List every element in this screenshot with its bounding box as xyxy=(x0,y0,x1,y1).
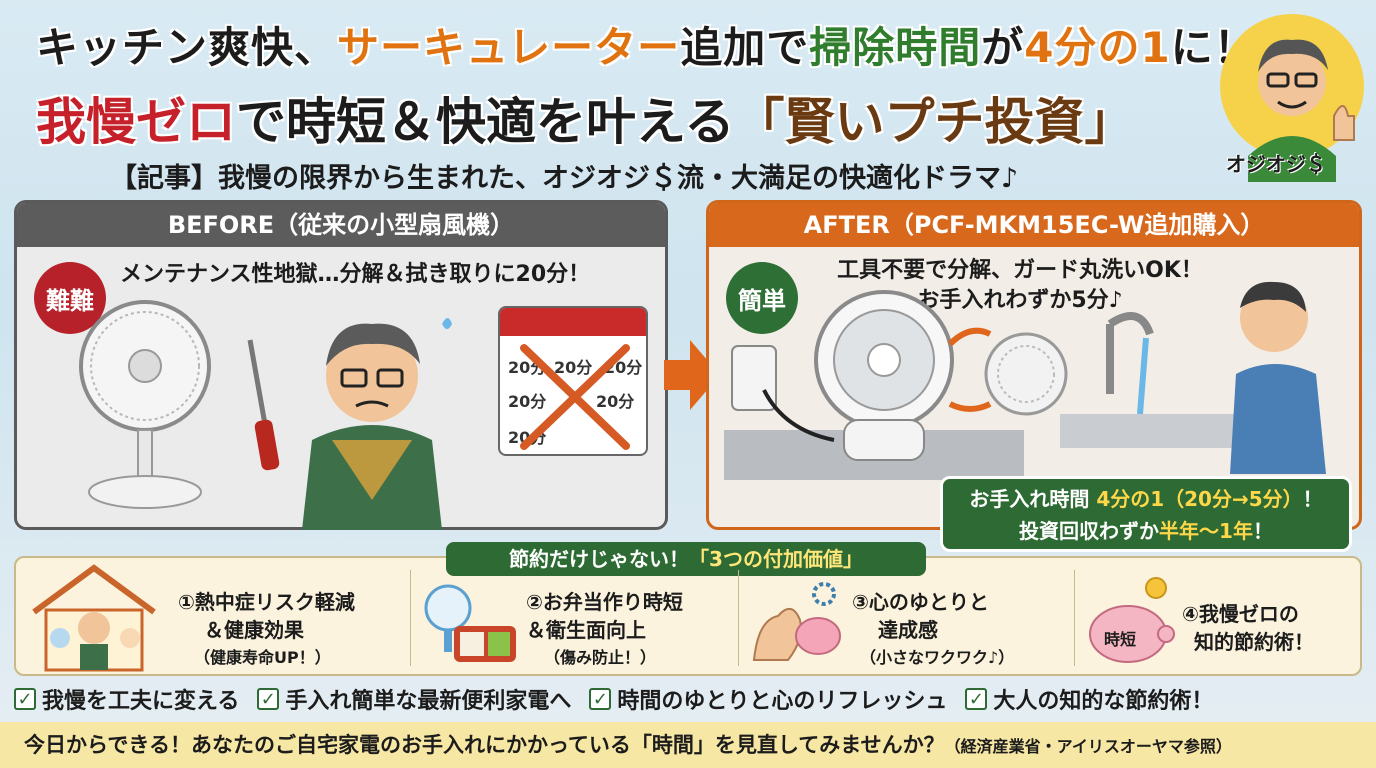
difficult-seal: 難難 xyxy=(34,262,106,334)
washing-guard-illustration xyxy=(947,281,1326,474)
frustrated-man-illustration xyxy=(247,318,452,530)
headline-highlight-circulator: サーキュレーター xyxy=(337,23,681,72)
benefit-2-line-2: ＆衛生面向上 xyxy=(526,618,646,642)
headline-highlight-quarter: 4分の1 xyxy=(1024,23,1171,72)
benefit-item-4: ④我慢ゼロの 知的節約術！ xyxy=(1182,600,1314,656)
benefit-2-sub: （傷み防止！） xyxy=(544,648,657,667)
calendar-entry: 20分 xyxy=(508,392,547,411)
headline-text: 追加で xyxy=(680,23,810,72)
after-caption-line-2: お手入れわずか5分♪ xyxy=(917,288,1123,313)
checklist-text: 我慢を工夫に変える xyxy=(42,689,240,714)
benefits-title-text: 節約だけじゃない！ xyxy=(509,547,690,571)
callout-text: お手入れ時間 xyxy=(969,487,1090,511)
benefit-2-line-1: ②お弁当作り時短 xyxy=(526,590,683,614)
circulator-illustration xyxy=(724,290,1024,480)
easy-seal: 簡単 xyxy=(726,262,798,334)
divider xyxy=(738,570,739,666)
headline-highlight-zero-patience: 我慢ゼロ xyxy=(36,93,236,151)
headline-line-2: 我慢ゼロで時短＆快適を叶える「賢いプチ投資」 xyxy=(36,82,1135,154)
after-caption-line-1: 工具不要で分解、ガード丸洗いOK！ xyxy=(837,258,1203,283)
divider xyxy=(1074,570,1075,666)
before-title: BEFORE（従来の小型扇風機） xyxy=(17,203,665,247)
headline-text: が xyxy=(981,23,1025,72)
muscle-brain-icon xyxy=(752,582,841,661)
footer-source: （経済産業省・アイリスオーヤマ参照） xyxy=(944,737,1232,756)
calendar-icon: 20分 20分 20分 20分 20分 20分 xyxy=(498,306,648,456)
checkbox-icon: ✓ xyxy=(14,688,36,710)
article-subtitle: 【記事】我慢の限界から生まれた、オジオジ＄流・大満足の快適化ドラマ♪ xyxy=(110,163,1019,194)
footer-banner: 今日からできる！あなたのご自宅家電のお手入れにかかっている「時間」を見直してみま… xyxy=(0,722,1376,768)
benefit-item-3: ③心のゆとりと 達成感 （小さなワクワク♪） xyxy=(852,588,1014,668)
callout-highlight-payback: 半年〜1年 xyxy=(1159,519,1253,543)
benefit-4-line-2: 知的節約術！ xyxy=(1194,630,1314,654)
checklist-item: ✓時間のゆとりと心のリフレッシュ xyxy=(589,683,947,715)
benefit-item-2: ②お弁当作り時短 ＆衛生面向上 （傷み防止！） xyxy=(526,588,683,668)
callout-highlight-quarter: 4分の1（20分→5分） xyxy=(1096,487,1303,511)
benefit-3-sub: （小さなワクワク♪） xyxy=(860,648,1015,667)
benefit-4-line-1: ④我慢ゼロの xyxy=(1182,602,1299,626)
benefit-1-sub: （健康寿命UP！） xyxy=(194,648,331,667)
right-arrow-icon xyxy=(664,340,720,410)
benefit-3-line-2: 達成感 xyxy=(878,618,938,642)
checklist-item: ✓ 我慢を工夫に変える xyxy=(14,683,239,715)
benefit-1-line-1: ①熱中症リスク軽減 xyxy=(178,590,355,614)
benefit-3-line-1: ③心のゆとりと xyxy=(852,590,989,614)
piggy-bank-label: 時短 xyxy=(1104,630,1137,649)
callout-text: ！ xyxy=(1302,487,1323,511)
before-caption: メンテナンス性地獄…分解＆拭き取りに20分！ xyxy=(120,262,591,287)
mascot-avatar xyxy=(1220,14,1364,182)
checklist-item: ✓大人の知的な節約術！ xyxy=(965,683,1213,715)
checklist-text: 大人の知的な節約術！ xyxy=(993,689,1214,714)
mascot-label: オジオジ＄ xyxy=(1226,152,1326,176)
headline-highlight-investment: 「賢いプチ投資」 xyxy=(734,93,1135,151)
after-title: AFTER（PCF-MKM15EC-W追加購入） xyxy=(709,203,1359,247)
headline-text: キッチン爽快、 xyxy=(36,23,338,72)
benefits-title: 節約だけじゃない！「3つの付加価値」 xyxy=(446,542,926,576)
benefits-title-highlight: 「3つの付加価値」 xyxy=(689,547,863,571)
checkbox-icon: ✓ xyxy=(257,688,280,710)
checklist-text: 時間のゆとりと心のリフレッシュ xyxy=(617,689,948,714)
benefit-1-line-2: ＆健康効果 xyxy=(204,618,304,642)
piggy-bank-icon xyxy=(1089,577,1175,663)
benefit-item-1: ①熱中症リスク軽減 ＆健康効果 （健康寿命UP！） xyxy=(178,588,355,668)
checkbox-icon: ✓ xyxy=(589,688,612,710)
checklist-row: ✓我慢を工夫に変える ✓手入れ簡単な最新便利家電へ ✓時間のゆとりと心のリフレッ… xyxy=(14,682,1362,716)
checkbox-icon: ✓ xyxy=(965,688,988,710)
footer-text: 今日からできる！あなたのご自宅家電のお手入れにかかっている「時間」を見直してみま… xyxy=(24,733,945,757)
house-family-icon xyxy=(32,564,156,672)
headline-text: で時短＆快適を叶える xyxy=(236,93,735,151)
after-caption: 工具不要で分解、ガード丸洗いOK！ お手入れわずか5分♪ xyxy=(830,256,1210,316)
checklist-item: ✓手入れ簡単な最新便利家電へ xyxy=(257,683,571,715)
fan-bento-icon xyxy=(424,584,516,662)
checklist-text: 手入れ簡単な最新便利家電へ xyxy=(285,689,572,714)
calendar-entry: 20分 xyxy=(596,392,635,411)
after-callout: お手入れ時間 4分の1（20分→5分）！ 投資回収わずか半年〜1年！ xyxy=(940,476,1352,552)
headline-highlight-cleaning-time: 掃除時間 xyxy=(809,23,982,72)
old-desk-fan-icon xyxy=(79,300,211,509)
callout-text: 投資回収わずか xyxy=(1019,519,1160,543)
calendar-entry: 20分 xyxy=(554,358,593,377)
cross-mark-icon xyxy=(520,344,630,450)
divider xyxy=(410,570,411,666)
headline-line-1: キッチン爽快、サーキュレーター追加で掃除時間が4分の1に！ xyxy=(36,14,1257,75)
callout-text: ！ xyxy=(1252,519,1273,543)
